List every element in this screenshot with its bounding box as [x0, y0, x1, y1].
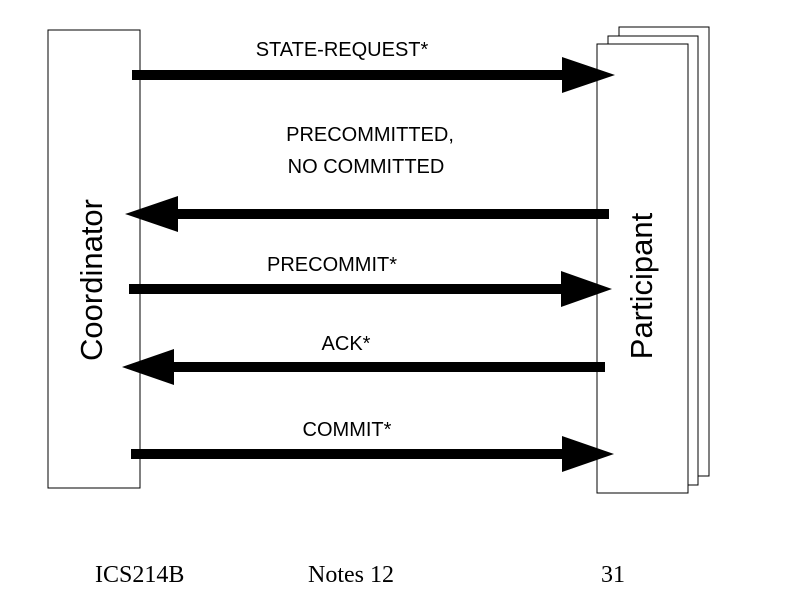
participant-label: Participant: [624, 212, 659, 359]
arrow-precommitted: [125, 196, 609, 232]
message-label-ack: ACK*: [322, 333, 371, 355]
footer-notes: Notes 12: [308, 562, 394, 588]
message-label-precommit: PRECOMMIT*: [267, 254, 397, 276]
footer-course: ICS214B: [95, 562, 185, 588]
coordinator-label: Coordinator: [74, 199, 109, 361]
arrow-ack: [122, 349, 605, 385]
message-label-commit: COMMIT*: [303, 419, 392, 441]
footer-page-number: 31: [601, 562, 625, 588]
participant-box-front: [596, 43, 689, 494]
coordinator-box: [47, 29, 141, 489]
message-label-no-committed: NO COMMITTED: [288, 156, 445, 178]
arrow-state-request: [132, 57, 615, 93]
message-label-state-request: STATE-REQUEST*: [256, 39, 429, 61]
message-label-precommitted: PRECOMMITTED,: [286, 124, 454, 146]
arrow-commit: [131, 436, 614, 472]
arrow-precommit: [129, 271, 612, 307]
